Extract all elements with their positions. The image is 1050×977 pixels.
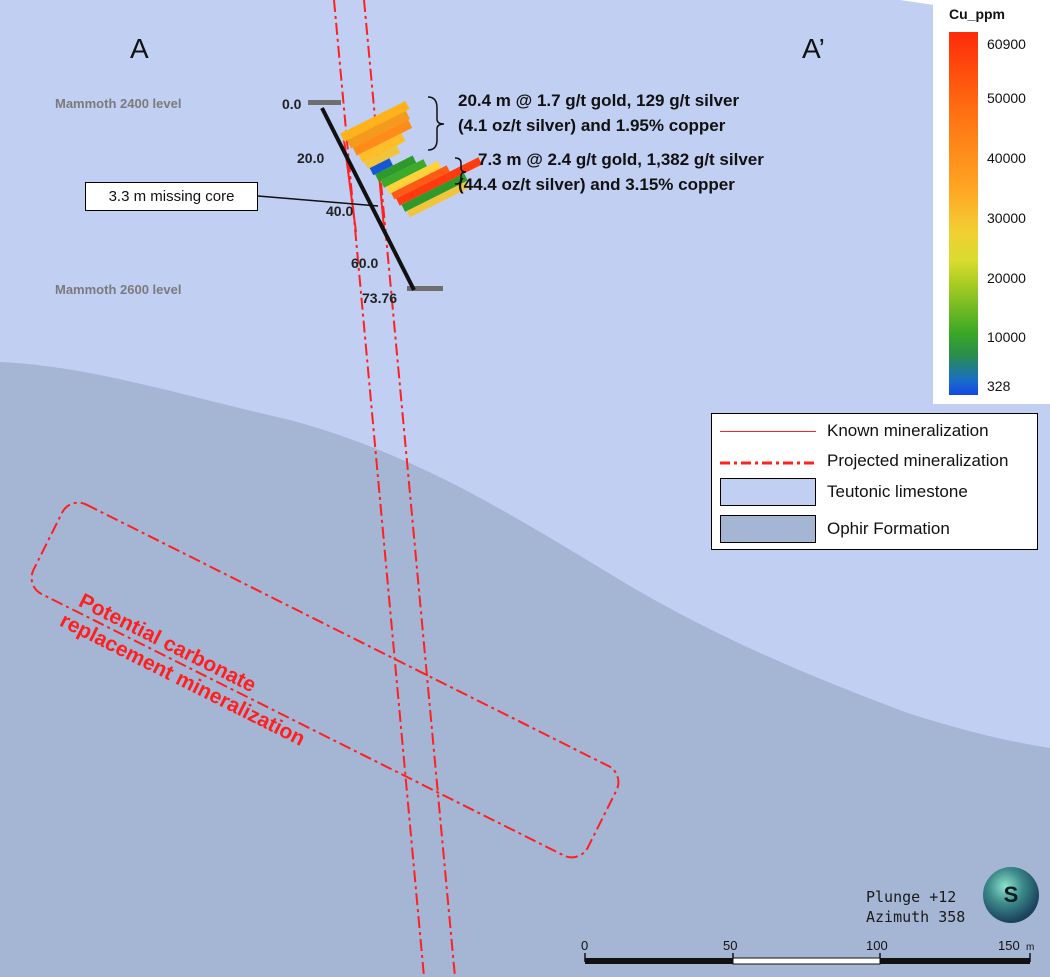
interval1-line1: 20.4 m @ 1.7 g/t gold, 129 g/t silver — [458, 91, 740, 110]
interval1-bracket — [427, 96, 445, 151]
interval2-bracket — [454, 157, 467, 185]
assay-bar — [364, 145, 401, 169]
interval2-line2: (44.4 oz/t silver) and 3.15% copper — [458, 175, 735, 194]
level-marker-2400 — [308, 100, 341, 105]
ophir-formation-unit — [0, 362, 1050, 977]
scale-tick-label: 0 — [581, 938, 588, 953]
scale-bar-segment — [585, 958, 733, 964]
scale-bar-segment — [732, 957, 881, 965]
legend-label: Ophir Formation — [827, 519, 950, 538]
colorbar-tick: 10000 — [987, 329, 1026, 345]
scale-tick-label: 150 — [998, 938, 1020, 953]
assay-bar — [391, 165, 450, 200]
colorbar-tick: 60900 — [987, 36, 1026, 52]
missing-core-leader — [257, 195, 379, 207]
depth-label: 40.0 — [326, 203, 353, 219]
assay-bar — [380, 159, 427, 188]
level-label-2400: Mammoth 2400 level — [55, 96, 181, 111]
colorbar-tick: 20000 — [987, 270, 1026, 286]
interval2-line1: 7.3 m @ 2.4 g/t gold, 1,382 g/t silver — [478, 150, 764, 169]
depth-label: 60.0 — [351, 255, 378, 271]
legend-label: Teutonic limestone — [827, 482, 968, 501]
potential-zone-outline — [30, 501, 620, 859]
missing-core-callout: 3.3 m missing core — [85, 182, 258, 211]
assay-bar — [358, 133, 406, 163]
colorbar-tick: 50000 — [987, 90, 1026, 106]
colorbar-title: Cu_ppm — [949, 6, 1005, 22]
plunge-readout: Plunge +12 — [866, 888, 957, 906]
assay-bar — [375, 155, 417, 182]
depth-label: 73.76 — [362, 290, 397, 306]
assay-bar — [401, 173, 468, 212]
depth-label: 0.0 — [282, 96, 302, 112]
legend-label: Known mineralization — [827, 421, 989, 440]
depth-label: 20.0 — [297, 150, 324, 166]
assay-bar — [346, 110, 410, 149]
view-orientation-globe-icon: S — [983, 867, 1039, 923]
assay-bar — [406, 181, 470, 218]
legend-limestone-swatch — [720, 478, 816, 506]
section-end-label: A’ — [802, 33, 825, 64]
assay-bars — [340, 100, 482, 218]
legend-label: Projected mineralization — [827, 451, 1009, 470]
level-marker-2600 — [407, 286, 443, 291]
assay-bar — [385, 160, 442, 195]
legend-known-mineralization-symbol — [720, 431, 816, 432]
colorbar-tick: 328 — [987, 378, 1011, 394]
assay-bar — [369, 158, 393, 176]
scale-bar: 0 50 100 150 m — [581, 938, 1034, 965]
legend-projected-mineralization-symbol — [720, 461, 816, 465]
interval1-line2: (4.1 oz/t silver) and 1.95% copper — [458, 116, 726, 135]
drillhole-trace — [320, 107, 416, 291]
colorbar-tick: 40000 — [987, 150, 1026, 166]
map-legend: Known mineralization Projected mineraliz… — [711, 413, 1038, 550]
colorbar-tick: 30000 — [987, 210, 1026, 226]
scale-unit-label: m — [1026, 942, 1034, 953]
assay-bar — [352, 119, 413, 156]
colorbar-gradient — [949, 32, 978, 395]
scale-tick-label: 100 — [866, 938, 888, 953]
compass-letter: S — [1003, 882, 1019, 907]
level-label-2600: Mammoth 2600 level — [55, 282, 181, 297]
cu-ppm-colorbar: Cu_ppm 60900 50000 40000 30000 20000 100… — [933, 0, 1050, 404]
legend-ophir-swatch — [720, 515, 816, 543]
scale-bar-segment — [880, 958, 1030, 964]
assay-bar — [340, 100, 410, 142]
section-start-label: A — [130, 33, 149, 64]
azimuth-readout: Azimuth 358 — [866, 908, 966, 926]
scale-tick-label: 50 — [723, 938, 737, 953]
